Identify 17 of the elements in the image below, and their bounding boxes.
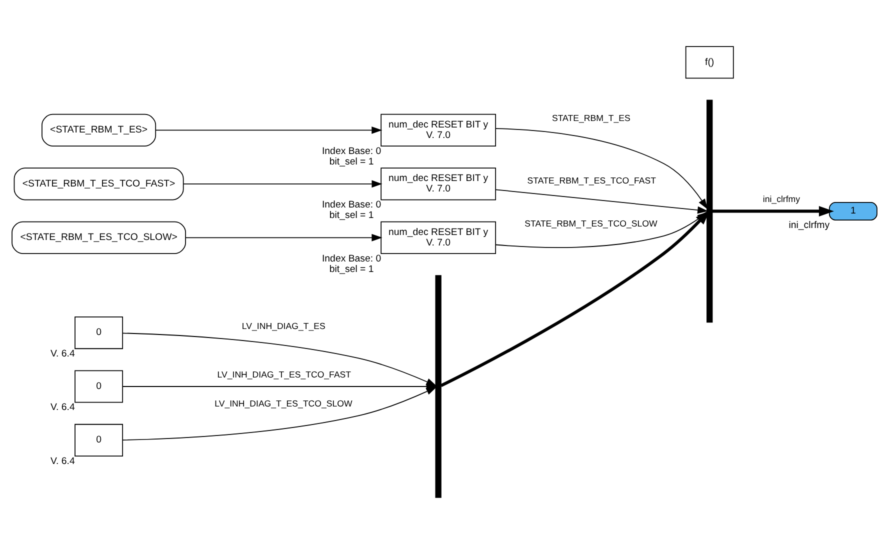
edge-label: STATE_RBM_T_ES_TCO_FAST bbox=[527, 174, 656, 185]
edge-label: LV_INH_DIAG_T_ES_TCO_SLOW bbox=[214, 398, 352, 408]
edge-label: ini_clrfmy bbox=[762, 193, 800, 204]
node-label: bit_sel = 1 bbox=[329, 263, 374, 274]
node-label: V. 6.4 bbox=[50, 402, 75, 413]
node-label: Index Base: 0 bbox=[322, 145, 382, 156]
node-label: V. 6.4 bbox=[50, 455, 75, 466]
node-label: V. 6.4 bbox=[50, 348, 75, 359]
edge-label: STATE_RBM_T_ES bbox=[552, 112, 630, 122]
node-label: Index Base: 0 bbox=[322, 199, 382, 210]
edge-label: STATE_RBM_T_ES_TCO_SLOW bbox=[524, 218, 658, 228]
edge-label: LV_INH_DIAG_T_ES_TCO_FAST bbox=[217, 368, 352, 379]
node-label: ini_clrfmy bbox=[788, 219, 830, 230]
node-label: Index Base: 0 bbox=[322, 252, 382, 264]
node-label: bit_sel = 1 bbox=[329, 156, 374, 167]
edge-label: LV_INH_DIAG_T_ES bbox=[242, 320, 326, 330]
node-label: bit_sel = 1 bbox=[329, 210, 374, 221]
